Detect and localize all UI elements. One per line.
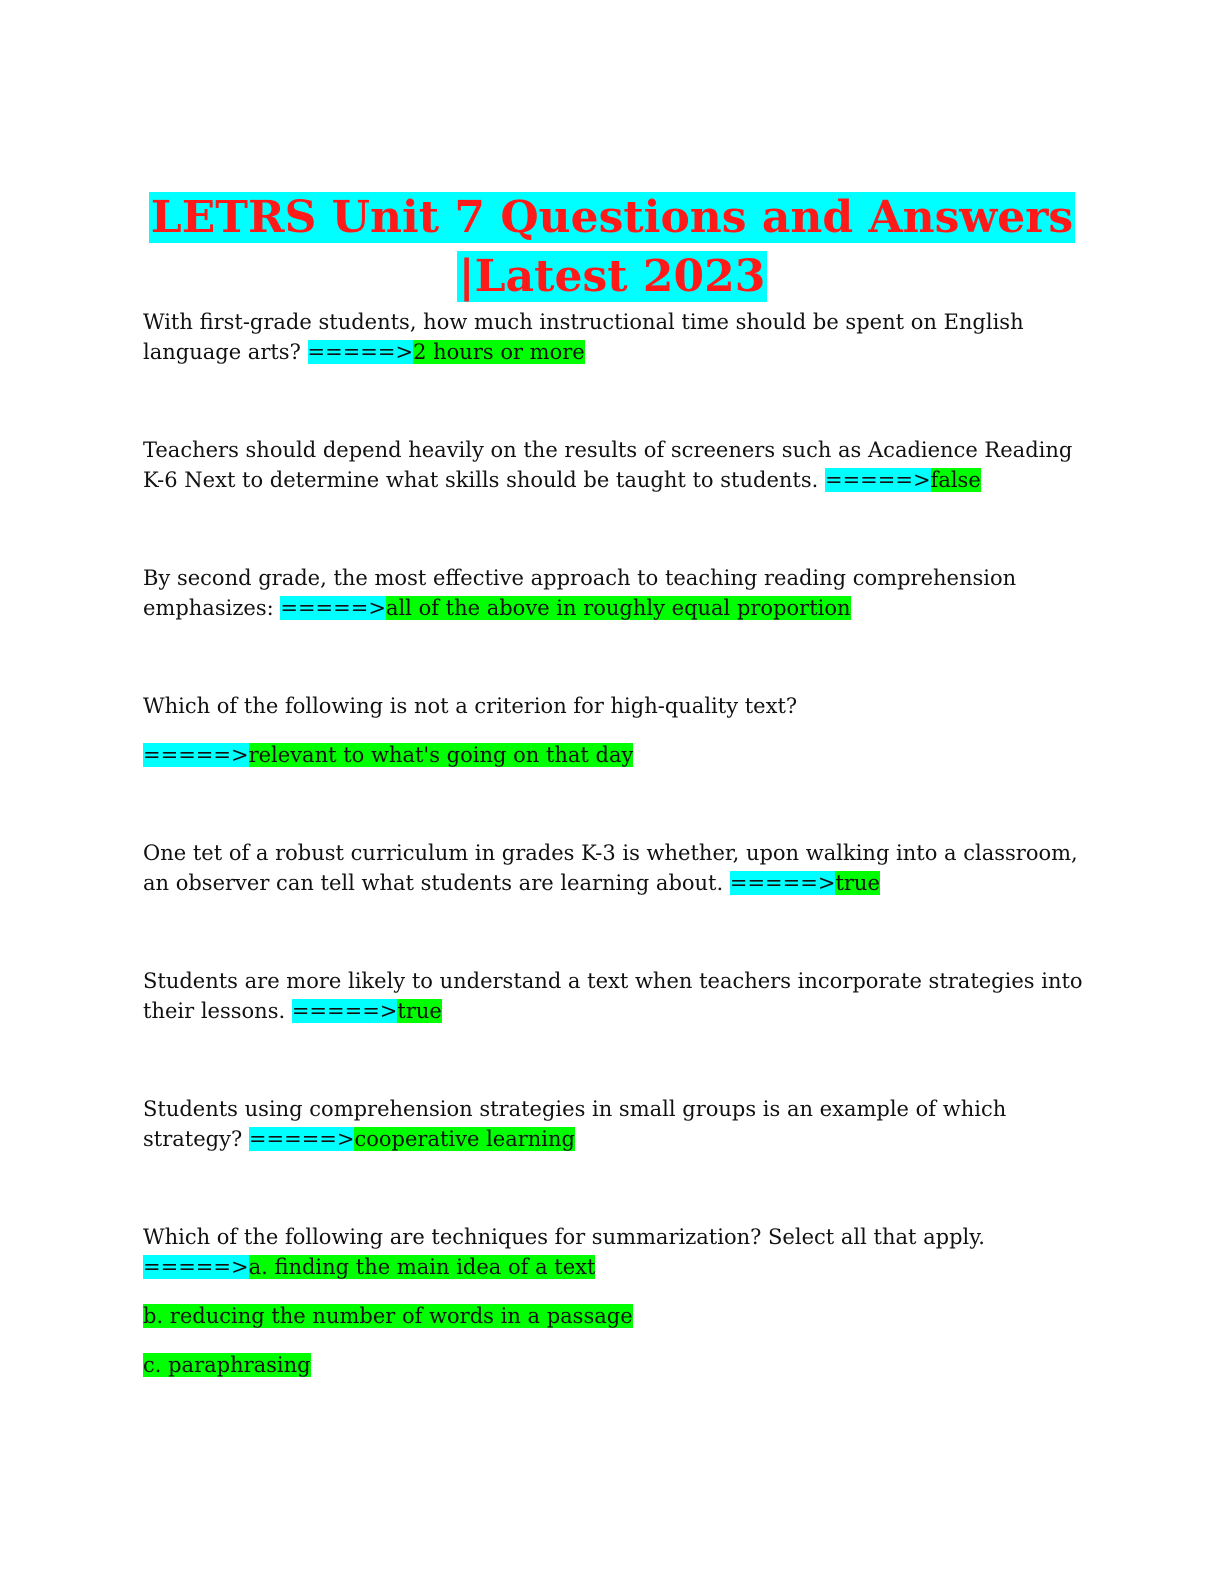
answer-text: relevant to what's going on that day (248, 743, 634, 767)
answer-arrow: =====> (824, 468, 931, 492)
answer-text: true (397, 999, 442, 1023)
answer-arrow: =====> (280, 596, 386, 620)
answer-text: cooperative learning (354, 1127, 575, 1151)
document-title: LETRS Unit 7 Questions and Answers |Late… (0, 188, 1224, 306)
title-line-2: |Latest 2023 (456, 251, 768, 302)
question-text: Which of the following is not a criterio… (143, 694, 798, 718)
answer-text: 2 hours or more (413, 340, 585, 364)
title-line-1: LETRS Unit 7 Questions and Answers (148, 192, 1076, 243)
answer-text: true (835, 871, 880, 895)
answer-arrow: =====> (143, 743, 249, 767)
qa-item-1: With first-grade students, how much inst… (143, 307, 1083, 367)
answer-text: b. reducing the number of words in a pas… (143, 1304, 633, 1328)
qa-item-2: Teachers should depend heavily on the re… (143, 435, 1083, 495)
question-text: Students are more likely to understand a… (143, 969, 1083, 1023)
answer-text: false (930, 468, 981, 492)
question-text: Teachers should depend heavily on the re… (143, 438, 1073, 492)
answer-arrow: =====> (307, 340, 414, 364)
question-text: Students using comprehension strategies … (143, 1097, 1007, 1151)
qa-list: With first-grade students, how much inst… (143, 307, 1083, 1380)
qa-item-8-option-b: b. reducing the number of words in a pas… (143, 1301, 1083, 1331)
qa-item-7: Students using comprehension strategies … (143, 1094, 1083, 1154)
question-text: By second grade, the most effective appr… (143, 566, 1017, 620)
answer-text: c. paraphrasing (143, 1353, 311, 1377)
question-text: Which of the following are techniques fo… (143, 1225, 985, 1249)
answer-arrow: =====> (729, 871, 836, 895)
qa-item-8: Which of the following are techniques fo… (143, 1222, 1083, 1282)
answer-arrow: =====> (143, 1255, 249, 1279)
answer-arrow: =====> (291, 999, 398, 1023)
answer-text: all of the above in roughly equal propor… (385, 596, 851, 620)
qa-item-3: By second grade, the most effective appr… (143, 563, 1083, 623)
answer-arrow: =====> (248, 1127, 355, 1151)
question-text: With first-grade students, how much inst… (143, 310, 1024, 364)
question-text: One tet of a robust curriculum in grades… (143, 841, 1078, 895)
qa-item-6: Students are more likely to understand a… (143, 966, 1083, 1026)
qa-item-5: One tet of a robust curriculum in grades… (143, 838, 1083, 898)
answer-text: a. finding the main idea of a text (248, 1255, 596, 1279)
qa-item-4: Which of the following is not a criterio… (143, 691, 1083, 721)
qa-item-4-answer: =====>relevant to what's going on that d… (143, 740, 1083, 770)
qa-item-8-option-c: c. paraphrasing (143, 1350, 1083, 1380)
